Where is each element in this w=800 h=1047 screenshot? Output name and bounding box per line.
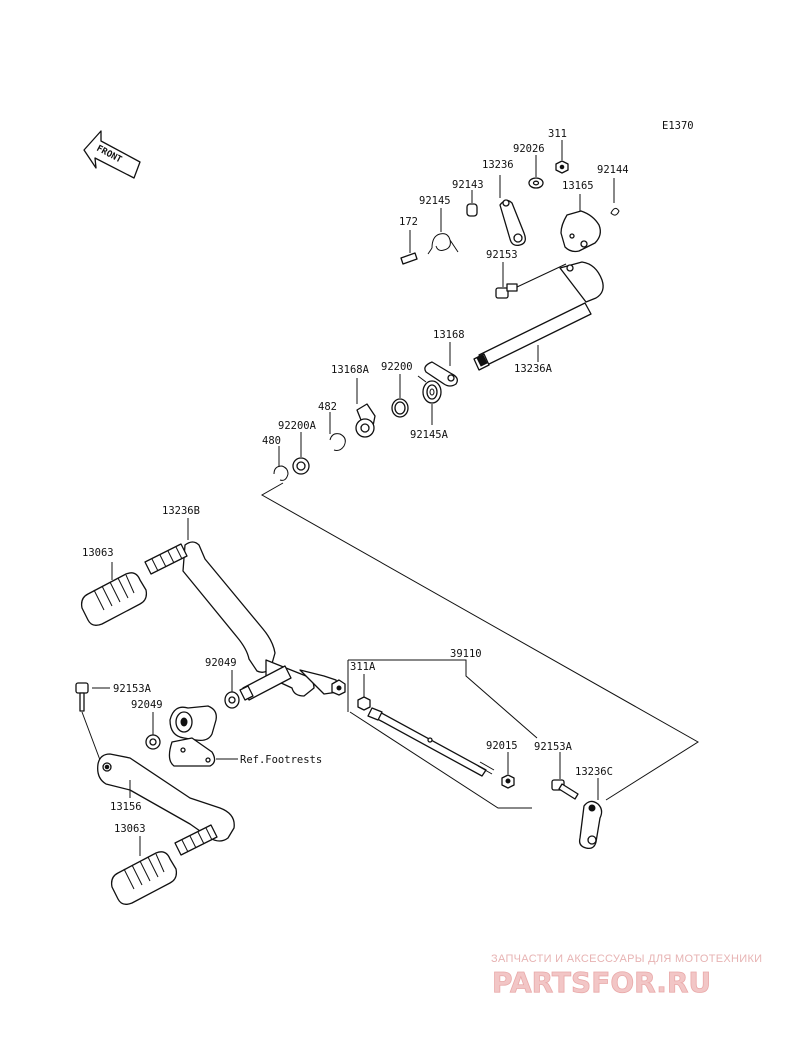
label-92153A-left: 92153A — [113, 683, 152, 695]
label-13168A: 13168A — [331, 364, 370, 376]
label-311: 311 — [548, 128, 567, 140]
part-92015-nut — [501, 752, 515, 789]
label-13063-top: 13063 — [82, 547, 114, 559]
label-92153A-right: 92153A — [534, 741, 573, 753]
part-13063-top-rubber — [80, 543, 188, 626]
label-480: 480 — [262, 435, 281, 447]
part-482-circlip — [329, 412, 346, 451]
part-13168-shim — [424, 342, 458, 387]
label-482: 482 — [318, 401, 337, 413]
label-13156: 13156 — [110, 801, 142, 813]
part-92049-b-washer — [145, 712, 161, 750]
label-92026: 92026 — [513, 143, 545, 155]
part-13236B-pedal — [182, 518, 339, 697]
label-13236A: 13236A — [514, 363, 553, 375]
part-13165-plate — [560, 194, 601, 253]
part-92153-bolt — [495, 262, 567, 299]
label-172: 172 — [399, 216, 418, 228]
ref-footrests-label: Ref.Footrests — [240, 754, 322, 766]
part-13063-bottom-rubber — [110, 824, 218, 905]
part-92153A-right-bolt — [551, 752, 579, 800]
part-92143-collar — [466, 190, 478, 217]
part-tie-rod — [367, 707, 495, 777]
part-311-nut — [555, 140, 569, 174]
part-311A-nut — [331, 674, 371, 711]
part-92145-spring — [427, 208, 459, 255]
label-92145A: 92145A — [410, 429, 449, 441]
part-92145A-spring — [417, 375, 442, 425]
part-13236A-shaft — [473, 261, 604, 371]
label-13168: 13168 — [433, 329, 465, 341]
footrest-bracket — [168, 705, 238, 767]
label-92200: 92200 — [381, 361, 413, 373]
label-13063-bottom: 13063 — [114, 823, 146, 835]
label-39110: 39110 — [450, 648, 482, 660]
pivot-shaft — [224, 665, 292, 709]
part-92153A-left-bolt — [75, 682, 110, 761]
part-13236-lever — [499, 175, 526, 247]
label-92143: 92143 — [452, 179, 484, 191]
label-13236: 13236 — [482, 159, 514, 171]
front-arrow-icon: FRONT — [83, 130, 141, 179]
part-13168A-arm — [355, 378, 376, 438]
part-480-circlip — [273, 446, 289, 481]
tie-rod-bracket — [347, 659, 538, 809]
label-311A: 311A — [350, 661, 376, 673]
label-92049-b: 92049 — [131, 699, 163, 711]
watermark-logo: PARTSFOR.RU — [492, 966, 711, 999]
label-92153: 92153 — [486, 249, 518, 261]
label-13236B: 13236B — [162, 505, 200, 517]
part-92144-spring — [610, 178, 620, 216]
linkage-line — [260, 482, 699, 801]
label-92144: 92144 — [597, 164, 629, 176]
part-13236C-lever — [578, 778, 603, 850]
label-92049-a: 92049 — [205, 657, 237, 669]
part-92200A-washer — [292, 432, 310, 475]
part-13156-pedal — [97, 753, 235, 842]
label-13165: 13165 — [562, 180, 594, 192]
diagram-code: E1370 — [662, 120, 694, 132]
label-92145: 92145 — [419, 195, 451, 207]
part-92026-washer — [528, 155, 544, 189]
label-92200A: 92200A — [278, 420, 317, 432]
label-13236C: 13236C — [575, 766, 613, 778]
label-92015: 92015 — [486, 740, 518, 752]
watermark-caption: ЗАПЧАСТИ И АКСЕССУАРЫ ДЛЯ МОТОТЕХНИКИ — [491, 953, 762, 965]
part-92200-washer — [391, 374, 409, 418]
part-172-stud — [400, 230, 418, 265]
